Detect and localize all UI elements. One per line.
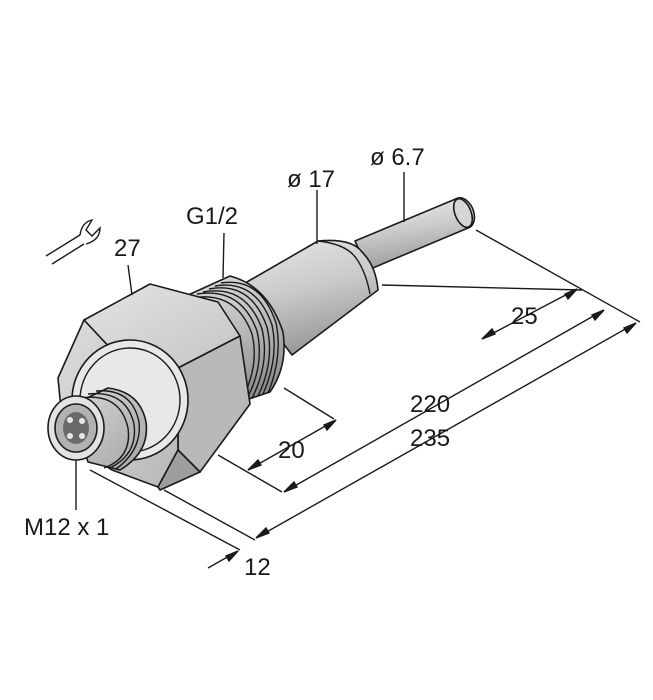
label-length-235: 235: [410, 425, 450, 452]
label-connector: M12 x 1: [24, 514, 109, 541]
dimension-lines: [207, 288, 637, 569]
label-length-thread: 20: [278, 437, 305, 464]
extension-lines: [75, 172, 641, 551]
label-length-probe-tip: 25: [511, 303, 538, 330]
m12-connector: [47, 387, 148, 471]
label-wrench-size: 27: [114, 235, 141, 262]
dimension-labels: 27 G1/2 ø 17 ø 6.7 25 20 220 235 M12 x 1…: [24, 144, 538, 581]
label-diameter-body: ø 17: [287, 166, 335, 193]
probe-tip: [354, 196, 476, 271]
sensor-body: [47, 196, 476, 491]
label-length-connector: 12: [244, 554, 271, 581]
wrench-icon: [45, 219, 101, 265]
label-diameter-probe: ø 6.7: [370, 144, 425, 171]
label-length-220: 220: [410, 391, 450, 418]
label-thread: G1/2: [186, 203, 238, 230]
